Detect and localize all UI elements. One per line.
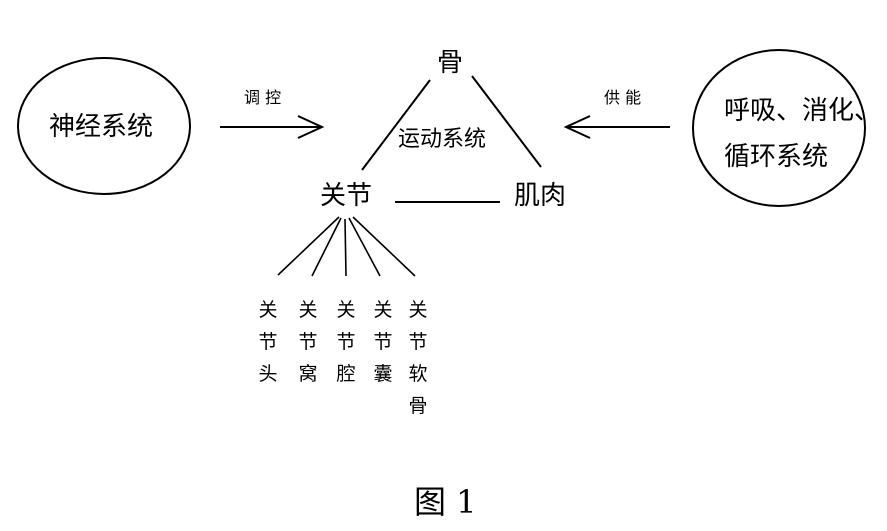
bone-label: 骨 <box>437 48 464 78</box>
joint-head-label: 关节头 <box>258 299 278 385</box>
fan-line-joint-head <box>277 216 340 276</box>
regulate-label: 调 控 <box>244 88 282 107</box>
joint-socket-label: 关节窝 <box>298 299 318 385</box>
figure-caption: 图 1 <box>414 483 477 521</box>
nervous-system-label: 神经系统 <box>49 112 154 142</box>
fan-line-joint-capsule <box>348 217 381 277</box>
support-systems-ellipse <box>692 49 866 207</box>
regulate-arrow-head <box>297 115 325 139</box>
joint-cartilage-label: 关节软骨 <box>408 299 428 417</box>
nervous-system-ellipse <box>17 57 191 195</box>
support-systems-label-line1: 呼吸、消化、 <box>724 96 881 126</box>
bone-muscle-line <box>471 75 542 168</box>
supply-label: 供 能 <box>604 88 642 107</box>
support-systems-label-line2: 循环系统 <box>724 142 829 172</box>
joint-capsule-label: 关节囊 <box>373 299 393 385</box>
joint-cavity-label: 关节腔 <box>336 299 356 385</box>
muscle-label: 肌肉 <box>514 181 567 211</box>
joint-label: 关节 <box>320 181 373 211</box>
fan-line-joint-socket <box>311 217 342 277</box>
supply-arrow-head <box>563 115 591 139</box>
motion-system-label: 运动系统 <box>398 127 487 152</box>
fan-line-joint-cartilage <box>352 216 416 277</box>
fan-line-joint-cavity <box>344 218 347 277</box>
bone-joint-line <box>361 79 431 171</box>
